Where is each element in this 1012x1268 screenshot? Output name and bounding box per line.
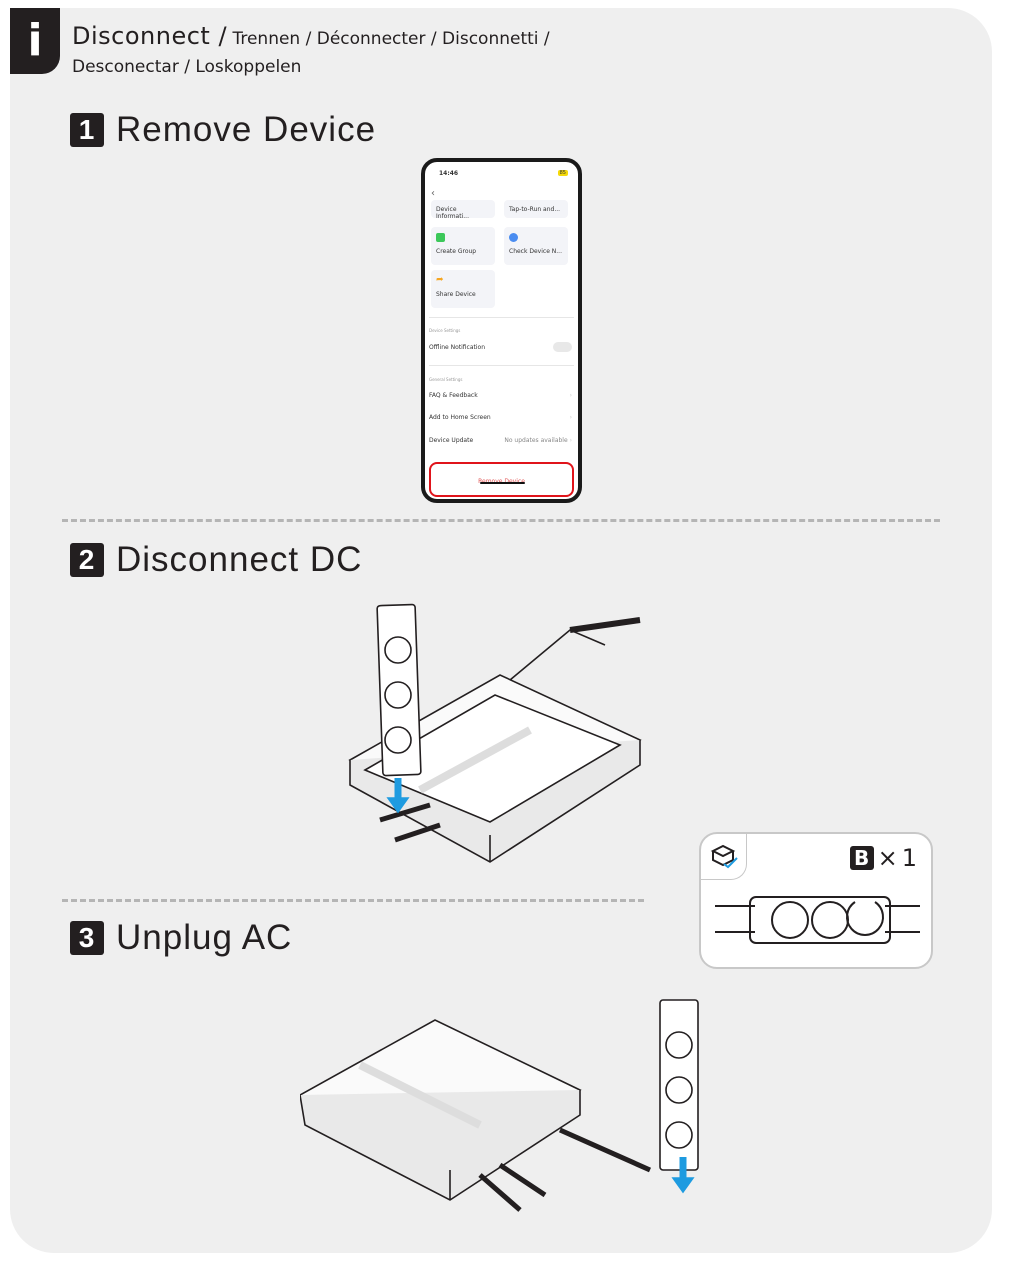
divider — [62, 899, 644, 902]
faq-row[interactable]: FAQ & Feedback› — [429, 392, 572, 399]
network-icon — [509, 233, 518, 242]
divider — [62, 519, 940, 522]
remove-device-button[interactable]: Remove Device — [429, 462, 574, 497]
offline-notification-row: Offline Notification — [429, 342, 572, 352]
tile-tap-to-run[interactable]: Tap-to-Run and... — [504, 200, 568, 218]
unplug-ac-illustration — [300, 999, 699, 1212]
back-icon[interactable]: ‹ — [431, 188, 435, 199]
accessory-kit-box: B×1 — [699, 832, 933, 969]
tile-create-group[interactable]: Create Group — [431, 227, 495, 265]
kit-quantity: B×1 — [849, 844, 917, 872]
info-icon: i — [10, 8, 60, 74]
home-indicator — [480, 482, 525, 484]
share-icon: ➦ — [436, 275, 444, 285]
tile-check-device-network[interactable]: Check Device N... — [504, 227, 568, 265]
status-time: 14:46 — [439, 170, 459, 177]
disconnect-dc-illustration — [348, 603, 642, 863]
disconnect-tool-icon — [715, 896, 920, 944]
tile-share-device[interactable]: ➦Share Device — [431, 270, 495, 308]
page-title: Disconnect / Trennen / Déconnecter / Dis… — [72, 22, 550, 77]
tile-device-info[interactable]: Device Informati... — [431, 200, 495, 220]
battery-icon: 85 — [557, 170, 568, 176]
group-icon — [436, 233, 445, 242]
add-home-row[interactable]: Add to Home Screen› — [429, 414, 572, 421]
package-check-icon — [710, 844, 738, 869]
phone-screenshot: 14:46 85 ‹ Device Informati... Tap-to-Ru… — [421, 158, 582, 503]
offline-notification-toggle[interactable] — [553, 342, 572, 352]
